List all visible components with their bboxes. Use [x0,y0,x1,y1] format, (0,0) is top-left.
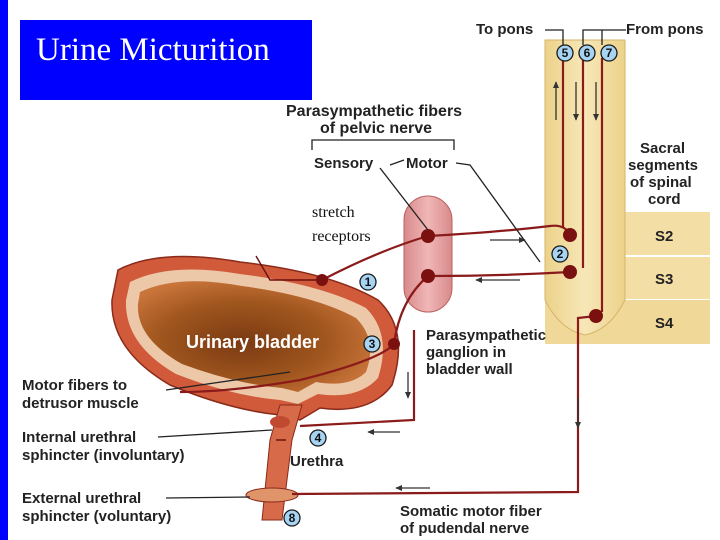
svg-text:7: 7 [606,46,613,60]
marker-8: 8 [283,509,301,527]
svg-text:1: 1 [365,275,372,289]
svg-text:Sacral: Sacral [640,140,685,157]
svg-text:receptors: receptors [312,228,371,245]
sensory-label: Sensory [314,155,374,172]
title-panel: Urine Micturition [20,20,312,100]
urethra-label: Urethra [290,453,344,470]
svg-text:of pudendal nerve: of pudendal nerve [400,520,529,537]
svg-text:6: 6 [584,46,591,60]
external-sphincter-label: External urethral sphincter (voluntary) [22,490,251,525]
marker-4: 4 [309,429,327,447]
s2-label: S2 [655,228,673,245]
s4-label: S4 [655,315,674,332]
svg-text:of spinal: of spinal [630,174,692,191]
pelvic-nerve-bundle [403,195,453,313]
svg-text:stretch: stretch [312,204,355,221]
parasympathetic-fibers-line2: of pelvic nerve [320,120,432,137]
svg-text:Parasympathetic: Parasympathetic [426,327,546,344]
svg-text:3: 3 [369,337,376,351]
marker-7: 7 [600,44,618,62]
sacral-segments-label: Sacral segments of spinal cord S2 S3 S4 [628,140,698,332]
urinary-bladder-label: Urinary bladder [186,332,319,352]
svg-text:sphincter (involuntary): sphincter (involuntary) [22,447,185,464]
nerve-pathways [179,224,603,496]
parasympathetic-fibers-line1: Parasympathetic fibers [286,103,462,120]
slide-title: Urine Micturition [36,32,270,68]
ganglion-label: Parasympathetic ganglion in bladder wall [426,327,546,378]
marker-6: 6 [578,44,596,62]
svg-text:Internal urethral: Internal urethral [22,429,136,446]
svg-text:ganglion in: ganglion in [426,344,506,361]
from-pons-label: From pons [626,21,704,38]
svg-text:Somatic motor fiber: Somatic motor fiber [400,503,542,520]
somatic-motor-fiber-label: Somatic motor fiber of pudendal nerve [400,503,542,537]
detrusor-label: Motor fibers to detrusor muscle [22,371,291,412]
svg-text:cord: cord [648,191,681,208]
svg-text:Motor fibers to: Motor fibers to [22,377,127,394]
s3-label: S3 [655,271,673,288]
svg-text:detrusor muscle: detrusor muscle [22,395,139,412]
svg-text:External urethral: External urethral [22,490,141,507]
internal-sphincter-label: Internal urethral sphincter (involuntary… [22,429,273,464]
svg-text:bladder wall: bladder wall [426,361,513,378]
svg-text:2: 2 [557,247,564,261]
marker-1: 1 [359,273,377,291]
urinary-bladder [111,255,400,521]
spinal-tracts [552,58,604,312]
marker-2: 2 [551,245,569,263]
pelvic-nerve-heading: Parasympathetic fibers of pelvic nerve S… [286,103,541,263]
svg-text:8: 8 [289,511,296,525]
svg-text:5: 5 [562,46,569,60]
spinal-cord [544,39,626,336]
motor-label: Motor [406,155,448,172]
marker-3: 3 [363,335,381,353]
svg-text:segments: segments [628,157,698,174]
svg-text:4: 4 [315,431,322,445]
pons-brackets: To pons From pons [476,21,704,45]
to-pons-label: To pons [476,21,533,38]
svg-text:sphincter (voluntary): sphincter (voluntary) [22,508,171,525]
marker-5: 5 [556,44,574,62]
stretch-receptors-label: stretch receptors [312,204,371,245]
